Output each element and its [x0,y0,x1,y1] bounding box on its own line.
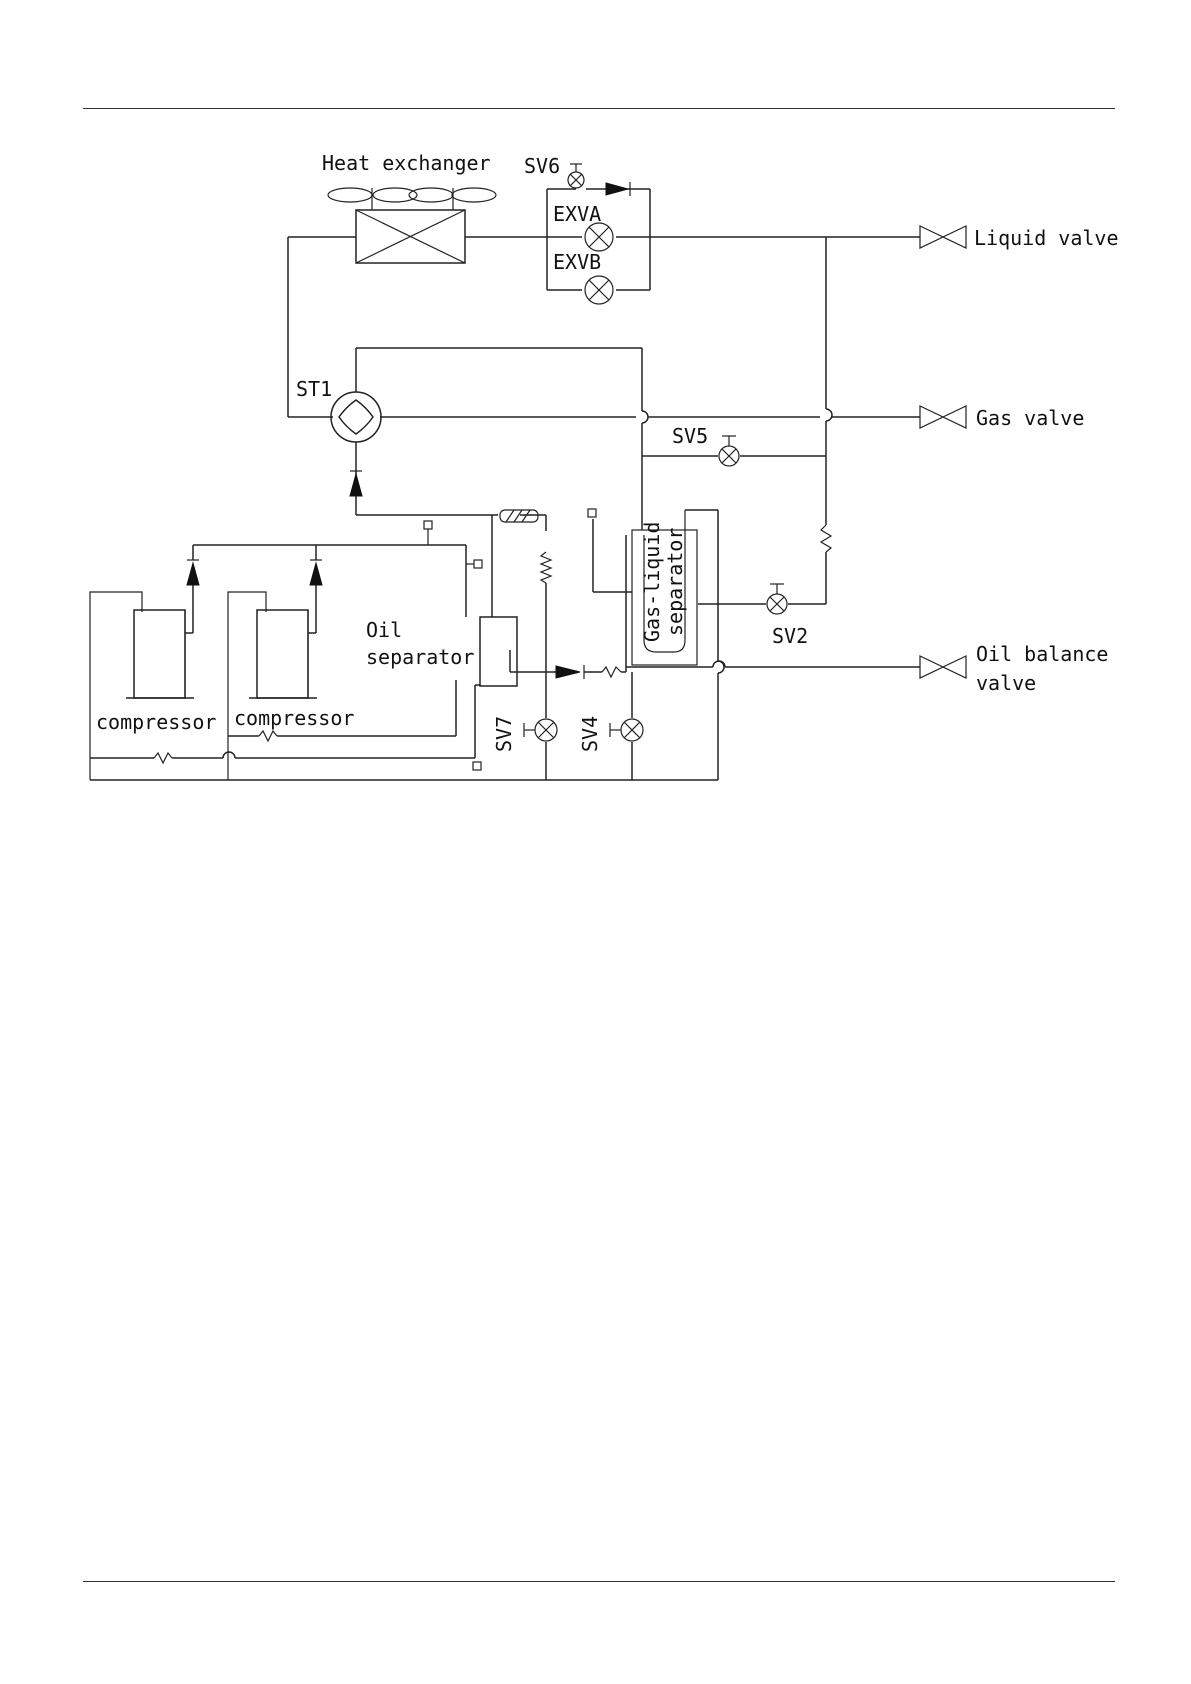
sv6-valve: SV6 [524,154,584,188]
piping [90,189,920,780]
sv4-label: SV4 [578,716,602,752]
sv5-valve: SV5 [672,424,739,466]
st1-label: ST1 [296,377,332,401]
oil-separator-label-2: separator [366,645,474,669]
gas-liquid-separator-label: Gas-liquid [640,522,664,642]
oil-balance-valve-label: Oil balance [976,642,1108,666]
check-valve-icon [310,560,322,585]
oil-balance-valve: Oil balance valve [920,642,1108,695]
compressor-1: compressor [96,610,216,734]
sv7-label: SV7 [492,716,516,752]
liquid-valve-label: Liquid valve [974,226,1119,250]
oil-separator-label: Oil [366,618,402,642]
gas-liquid-separator: Gas-liquid separator [632,510,697,665]
check-valve-icon [556,665,584,679]
compressor-2-label: compressor [234,706,354,730]
exva-valve: EXVA [553,202,613,251]
sv7-valve: SV7 [492,716,557,752]
exvb-label: EXVB [553,250,601,274]
exva-label: EXVA [553,202,601,226]
sv2-label: SV2 [772,624,808,648]
sv5-label: SV5 [672,424,708,448]
fan-icon [409,188,496,210]
oil-separator: Oil separator [366,617,517,686]
gas-liquid-separator-label-2: separator [663,528,687,636]
oil-balance-valve-label-2: valve [976,671,1036,695]
heat-exchanger: Heat exchanger [322,151,496,263]
sv4-valve: SV4 [578,716,643,752]
sv2-valve: SV2 [767,584,808,648]
check-valve-icon [187,560,199,585]
fan-icon [328,188,417,210]
filter-icon [500,510,538,522]
heat-exchanger-label: Heat exchanger [322,151,491,175]
compressor-2: compressor [234,610,354,730]
liquid-valve: Liquid valve [920,226,1119,250]
compressor-1-label: compressor [96,710,216,734]
gas-valve-label: Gas valve [976,406,1084,430]
st1-four-way-valve: ST1 [296,377,381,442]
capillary-icon [541,552,551,583]
sv6-label: SV6 [524,154,560,178]
exvb-valve: EXVB [553,250,613,304]
check-valve-icon [606,182,630,196]
check-valve-icon [350,471,362,496]
gas-valve: Gas valve [920,406,1084,430]
